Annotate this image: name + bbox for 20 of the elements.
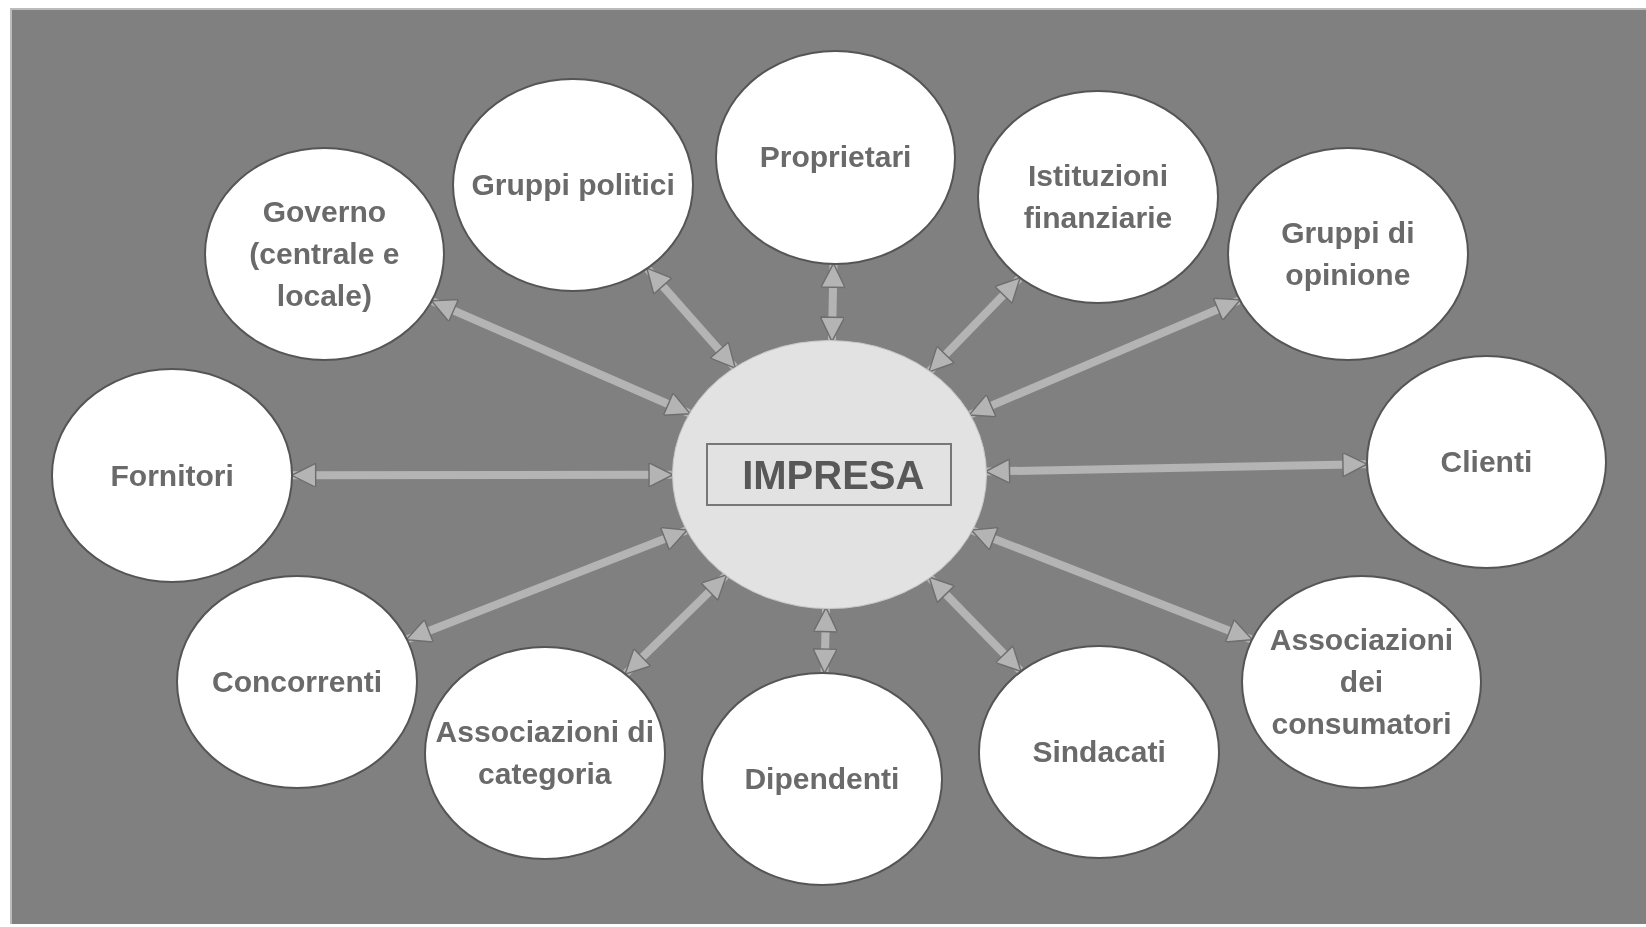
stakeholder-label: Istituzioni finanziarie (1022, 158, 1174, 237)
double-arrow (984, 451, 1368, 484)
stakeholder-label: Proprietari (759, 139, 912, 176)
stakeholder-label: Sindacati (1032, 733, 1166, 770)
company-label: IMPRESA (706, 442, 953, 506)
double-arrow (968, 296, 1241, 419)
stakeholder-label: Governo (centrale e locale) (248, 194, 401, 314)
stakeholder-label: Gruppi politici (471, 166, 675, 203)
stakeholder-label: Concorrenti (212, 664, 383, 701)
stakeholder-label: Dipendenti (744, 760, 900, 797)
double-arrow (644, 266, 738, 370)
double-arrow (430, 297, 691, 417)
stakeholder-label: Associazioni dei consumatori (1268, 622, 1455, 743)
stakeholder-label: Associazioni di categoria (434, 713, 655, 792)
double-arrow (623, 572, 729, 677)
double-arrow (970, 526, 1253, 643)
stakeholder-label: Clienti (1440, 443, 1533, 480)
stakeholder-label: Gruppi di opinione (1280, 215, 1416, 293)
double-arrow (405, 526, 688, 643)
stakeholder-label: Fornitori (110, 457, 234, 494)
